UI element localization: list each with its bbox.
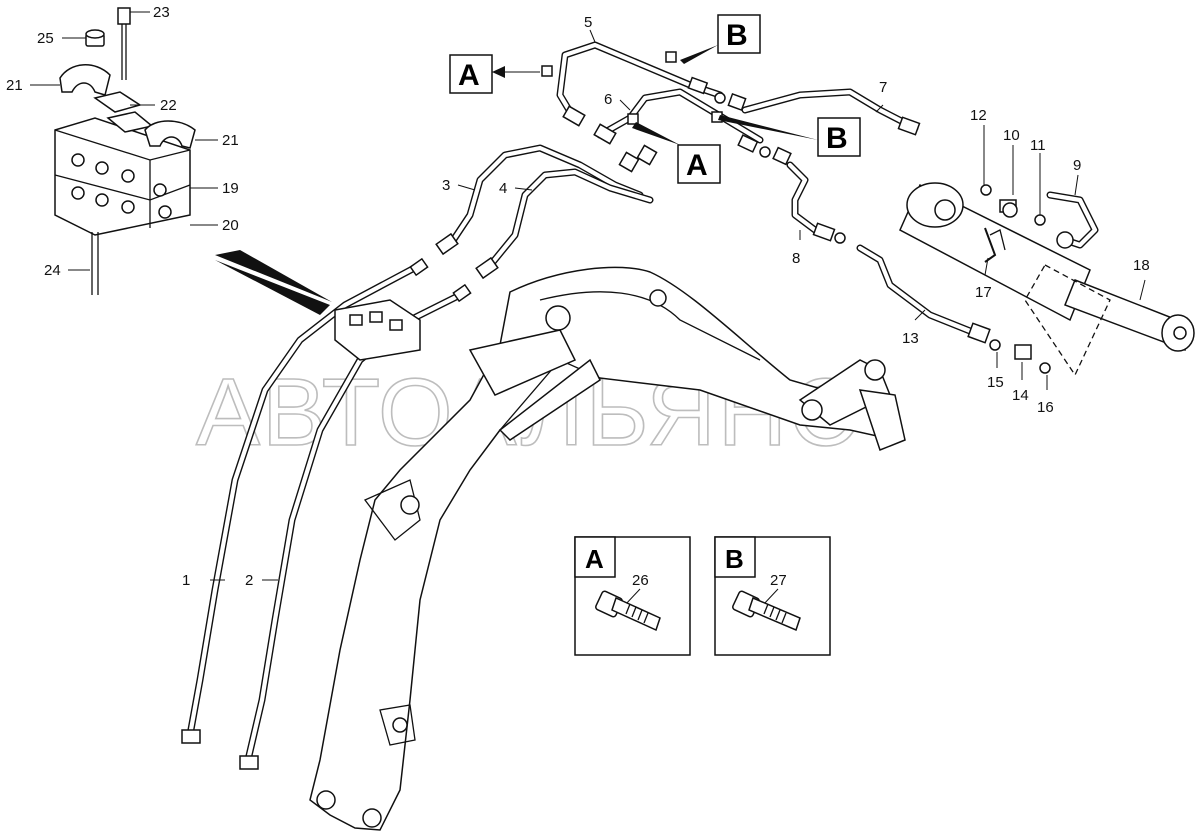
callout-25: 25 [37,30,54,47]
callout-8: 8 [792,250,800,267]
callout-9: 9 [1073,157,1081,174]
svg-text:B: B [726,19,748,52]
svg-text:B: B [725,544,744,574]
pipe-13 [856,244,991,344]
svg-text:B: B [826,122,848,155]
boom-arm [309,266,906,831]
callout-21-left: 21 [6,77,23,94]
callout-17: 17 [975,284,992,301]
exploded-clamp [54,7,196,295]
svg-text:A: A [686,149,708,182]
callout-15: 15 [987,374,1004,391]
callout-10: 10 [1003,127,1020,144]
view-label-b-right: B [718,115,861,157]
callout-2: 2 [245,572,253,589]
callout-23: 23 [153,4,170,21]
pipe-3 [409,144,644,277]
callout-12: 12 [970,107,987,124]
callout-22: 22 [160,97,177,114]
svg-text:A: A [458,59,480,92]
svg-text:27: 27 [770,572,787,589]
callout-5: 5 [584,14,592,31]
callout-1: 1 [182,572,190,589]
callout-19: 19 [222,180,239,197]
callout-13: 13 [902,330,919,347]
callout-21-right: 21 [222,132,239,149]
svg-text:26: 26 [632,572,649,589]
view-label-a-left: A [449,54,540,94]
callouts: 1 2 3 4 5 6 7 8 9 10 11 12 13 14 15 16 1… [6,4,1150,589]
bolt-26-icon [595,590,661,632]
pipe-5 [556,41,747,127]
callout-20: 20 [222,217,239,234]
svg-text:A: A [585,544,604,574]
view-label-a-mid: A [632,122,721,184]
detail-box-b: B 27 [714,536,831,656]
callout-11: 11 [1030,137,1046,154]
clamp-block-mounted [215,250,421,361]
callout-6: 6 [604,91,612,108]
cylinder-assembly [899,182,1195,377]
callout-24: 24 [44,262,61,279]
callout-16: 16 [1037,399,1054,416]
pipe-7 [741,88,921,136]
callout-4: 4 [499,180,507,197]
callout-14: 14 [1012,387,1029,404]
view-label-b-top: B [680,14,761,64]
pipe-8 [786,161,846,244]
callout-18: 18 [1133,257,1150,274]
detail-box-a: A 26 [574,536,691,656]
callout-7: 7 [879,79,887,96]
callout-3: 3 [442,177,450,194]
bolt-27-icon [732,590,801,632]
pipe-4 [452,168,654,303]
